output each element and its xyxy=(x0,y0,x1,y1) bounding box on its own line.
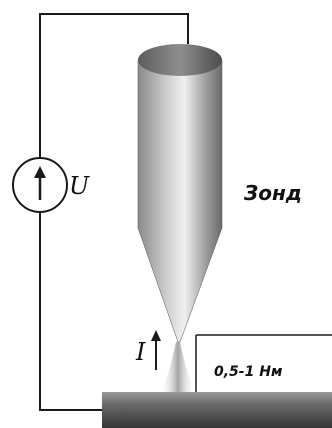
voltage-source xyxy=(12,157,68,213)
current-arrow-icon xyxy=(151,330,161,370)
probe-cylinder xyxy=(137,59,223,343)
tunnel-current-channel xyxy=(160,342,196,392)
gap-distance-label: 0,5-1 Нм xyxy=(214,364,282,380)
sample-substrate xyxy=(102,392,332,428)
voltage-source-arrow-icon xyxy=(34,166,46,200)
circuit-wire-top xyxy=(39,13,189,158)
current-label: I xyxy=(135,338,146,366)
circuit-wire-bottom xyxy=(39,212,102,411)
probe xyxy=(137,44,223,343)
probe-label: Зонд xyxy=(243,181,302,205)
probe-top-cap xyxy=(138,44,222,76)
voltage-label: U xyxy=(69,172,90,200)
